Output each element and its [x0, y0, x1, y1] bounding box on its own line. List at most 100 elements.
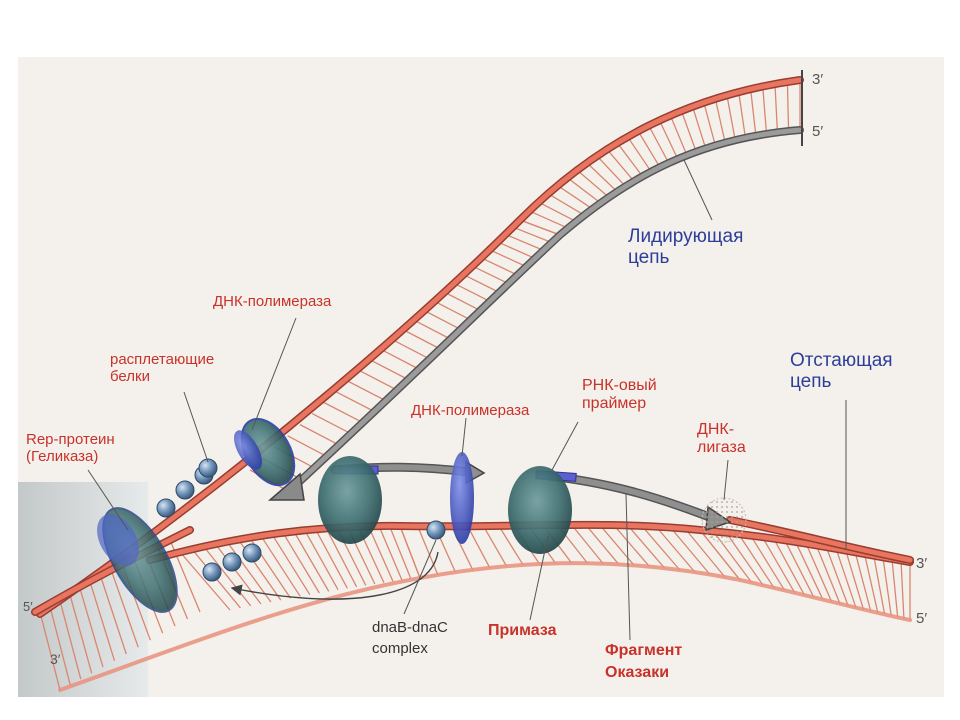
base-pair-rung	[738, 91, 747, 138]
base-pair-rung	[725, 532, 764, 586]
primase-blob	[508, 466, 572, 554]
base-pair-rung	[691, 106, 707, 149]
base-pair-rung	[529, 210, 569, 229]
base-pair-rung	[658, 120, 679, 160]
base-pair-rung	[498, 525, 524, 566]
leading-polymerase-clamp	[234, 430, 262, 470]
base-pair-rung	[538, 201, 577, 223]
end-left-5prime: 5′	[23, 599, 33, 614]
label-dna-polymerase-top: ДНК-полимераза	[213, 293, 332, 310]
base-pair-rung	[434, 300, 471, 321]
leader-polymerase-top	[251, 317, 297, 431]
base-pair-rung	[557, 185, 593, 210]
label-dnab-complex: dnaB-dnaC complex	[372, 619, 448, 657]
base-pair-rung	[414, 319, 451, 340]
base-pair-rung	[655, 526, 696, 573]
base-pair-rung	[226, 541, 272, 603]
ssb-bead	[202, 562, 222, 582]
leading-new-strand-fill	[282, 127, 803, 498]
base-pair-rung	[680, 110, 697, 152]
base-pair-rung	[299, 424, 340, 446]
base-pair-rung	[417, 525, 439, 576]
base-pair-rung	[59, 600, 82, 680]
leader-primase	[529, 535, 549, 621]
base-pair-rung	[519, 219, 561, 236]
base-pair-rung	[627, 136, 652, 173]
base-pair-rung	[750, 535, 786, 591]
base-pair-rung	[761, 536, 796, 594]
leading-synthesis-arrowhead	[267, 472, 305, 501]
base-pair-rung	[738, 533, 775, 589]
base-pair-rung	[669, 115, 688, 156]
base-pair-rung	[762, 86, 768, 134]
dnab-loop-arrow	[230, 551, 439, 600]
lagging-polymerase-core	[318, 456, 382, 544]
base-pair-rung	[79, 589, 104, 668]
leader-rep-protein	[87, 469, 129, 531]
end-lagging-5prime: 5′	[916, 610, 928, 627]
lagging-polymerase-clamp	[450, 452, 474, 544]
base-pair-rung	[749, 88, 757, 136]
base-pair-rung	[586, 162, 618, 193]
end-lagging-3prime: 3′	[916, 555, 928, 572]
ssb-bead	[175, 480, 195, 500]
base-pair-rung	[325, 527, 358, 588]
base-pair-rung	[370, 359, 409, 381]
base-pair-rung	[599, 524, 635, 566]
base-pair-rung	[773, 538, 806, 596]
base-pair-rung	[714, 98, 726, 143]
base-pair-rung	[703, 102, 716, 146]
base-pair-rung	[467, 525, 491, 569]
base-pair-rung	[453, 282, 490, 302]
helicase-ring-back	[97, 514, 139, 566]
leader-lines	[87, 159, 847, 641]
base-pair-rung	[786, 81, 790, 132]
base-pair-rung	[347, 380, 387, 402]
label-leading-strand: Лидирующая цепь	[628, 226, 744, 269]
base-pair-rung	[670, 527, 711, 575]
base-pair-rung	[825, 546, 849, 606]
base-pair-rung	[726, 95, 736, 141]
ssb-bead	[198, 458, 218, 478]
leader-ligase	[723, 459, 729, 501]
parental-top-strand-fill	[32, 527, 193, 615]
base-pair-rung	[271, 533, 311, 596]
label-dna-ligase: ДНК- лигаза	[697, 421, 746, 456]
leader-rna-primer	[551, 421, 579, 471]
base-pair-rung	[90, 583, 116, 661]
end-top-5prime: 5′	[812, 123, 824, 140]
base-pair-rung	[314, 528, 348, 589]
base-pair-rung	[463, 274, 500, 293]
label-dna-polymerase-mid: ДНК-полимераза	[411, 402, 530, 419]
base-pair-rung	[845, 550, 865, 610]
base-pair-rung	[293, 530, 330, 592]
ssb-bead	[156, 498, 176, 518]
base-pair-rung	[547, 193, 585, 216]
base-pair-rung	[900, 560, 905, 619]
ssb-bead	[242, 543, 262, 563]
base-pair-rung	[815, 545, 841, 604]
base-pair-rung	[378, 525, 403, 581]
base-pair-rung	[641, 525, 681, 571]
ssb-beads-upper	[156, 458, 218, 518]
base-pair-rung	[648, 125, 670, 164]
base-pair-rung	[637, 130, 661, 168]
base-pair-rung	[585, 524, 620, 565]
label-rep-protein: Rep-протеин (Геликаза)	[26, 431, 115, 465]
base-pair-rung	[323, 402, 364, 424]
base-pair-rung	[606, 148, 635, 182]
base-pair-rung	[805, 543, 833, 602]
end-top-3prime: 3′	[812, 71, 824, 88]
base-pair-rung	[359, 370, 398, 391]
label-primase: Примаза	[488, 622, 557, 639]
leading-duplex-rungs	[249, 80, 801, 493]
base-pair-rung	[882, 557, 892, 617]
okazaki-new-strand-fill	[727, 517, 913, 563]
base-pair-rung	[311, 412, 352, 435]
label-rna-primer: РНК-овый праймер	[582, 377, 657, 412]
base-pair-rung	[489, 249, 527, 268]
leader-leading-strand	[683, 159, 713, 221]
base-pair-rung	[260, 535, 301, 597]
